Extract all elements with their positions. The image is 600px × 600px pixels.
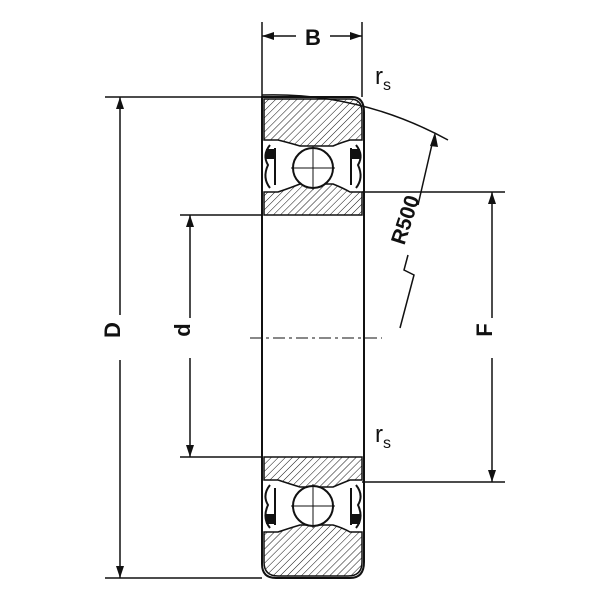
label-d-outer: D (100, 322, 125, 338)
bottom-seals (264, 484, 362, 529)
dimension-d-bore (180, 214, 262, 458)
bottom-outer-ring (263, 524, 363, 577)
label-f: F (472, 323, 497, 336)
top-ball (291, 146, 335, 190)
bearing-body (261, 96, 365, 579)
bottom-inner-ring (263, 456, 363, 488)
radius-arrowhead (430, 132, 438, 147)
dimension-f (362, 191, 505, 483)
dimension-b (261, 22, 363, 97)
label-b: B (305, 25, 321, 50)
dimension-d-outer (105, 96, 262, 579)
top-outer-ring (263, 98, 363, 147)
label-radius: R500 (387, 193, 424, 248)
label-rs-bottom: rs (375, 421, 391, 452)
radius-annotation (261, 94, 449, 329)
top-inner-ring (263, 183, 363, 216)
top-seals (264, 144, 362, 189)
bottom-ball (291, 484, 335, 528)
label-rs-top: rs (375, 63, 391, 94)
label-d-bore: d (170, 323, 195, 336)
